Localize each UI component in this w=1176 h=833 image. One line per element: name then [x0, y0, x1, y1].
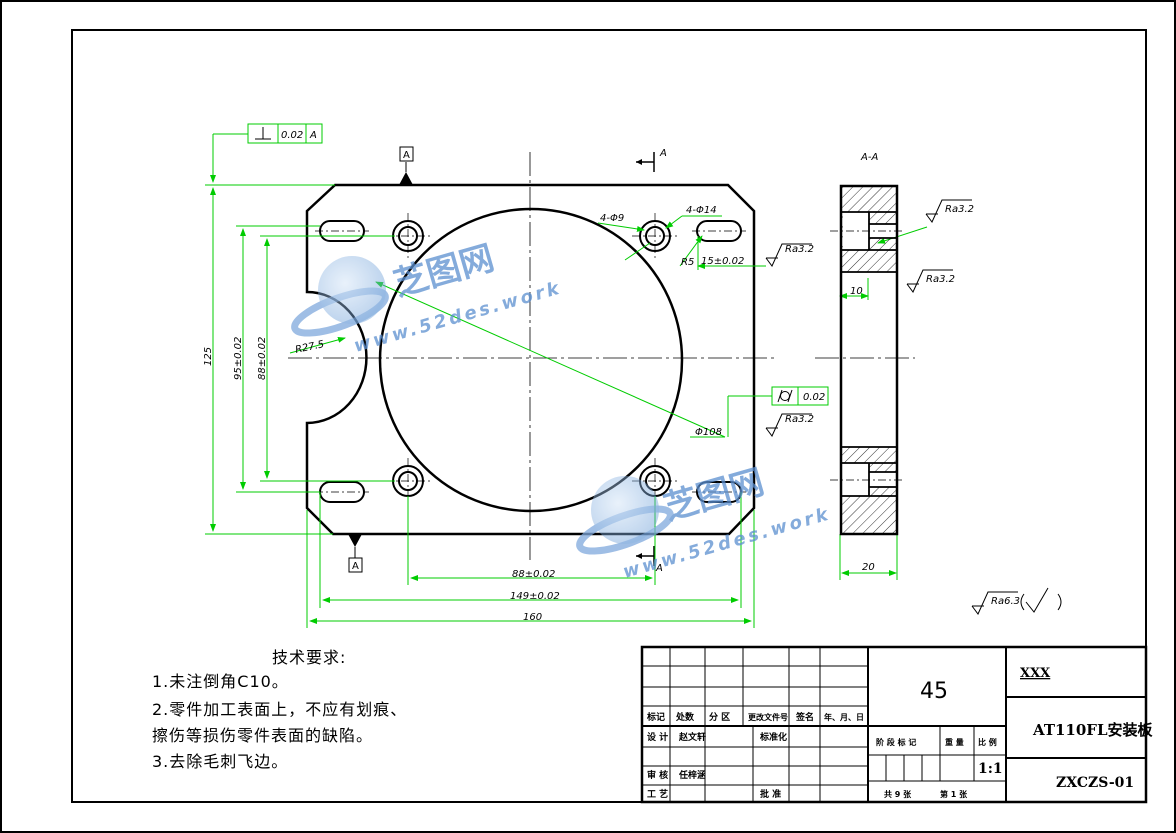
part-name: AT110FL安装板 — [1032, 721, 1153, 739]
svg-text:R5: R5 — [681, 257, 694, 268]
cylindricity-frame: 0.02 — [771, 386, 829, 406]
bore-circle — [378, 207, 684, 513]
svg-text:95±0.02: 95±0.02 — [233, 337, 244, 380]
svg-text:15±0.02: 15±0.02 — [701, 256, 744, 267]
roughness-texts: Ra3.2 Ra3.2 Ra3.2 Ra3.2 Ra6.3 — [785, 204, 1020, 607]
svg-text:Ra3.2: Ra3.2 — [945, 204, 974, 215]
svg-text:共 9 张: 共 9 张 — [884, 789, 912, 799]
svg-text:88±0.02: 88±0.02 — [257, 337, 268, 380]
watermark-2: 芝图网 www.52des.work — [576, 462, 833, 583]
watermark-globe-icon — [591, 476, 659, 544]
drawing-number: ZXCZS-01 — [1056, 775, 1134, 791]
perpendicularity-frame: 0.02 A — [247, 123, 323, 144]
svg-text:4-Φ14: 4-Φ14 — [686, 205, 717, 216]
requirement-item: 2.零件加工表面上，不应有划痕、 — [152, 700, 408, 719]
svg-text:Ra6.3: Ra6.3 — [991, 596, 1020, 607]
roughness-symbols — [765, 199, 1062, 615]
svg-text:设 计: 设 计 — [647, 731, 668, 743]
svg-text:Ra3.2: Ra3.2 — [926, 274, 955, 285]
requirement-item: 1.未注倒角C10。 — [152, 672, 289, 691]
svg-text:A: A — [309, 130, 317, 141]
svg-text:批 准: 批 准 — [760, 788, 781, 800]
svg-text:芝图网: 芝图网 — [389, 238, 498, 305]
dimensions — [205, 133, 928, 628]
svg-text:比 例: 比 例 — [978, 737, 997, 747]
svg-text:标记: 标记 — [646, 711, 665, 723]
svg-text:0.02: 0.02 — [803, 392, 825, 403]
datum-label-top: A — [403, 150, 410, 161]
section-mark-bottom: A — [655, 563, 663, 574]
svg-text:20: 20 — [862, 562, 875, 573]
svg-text:年、月、日: 年、月、日 — [824, 712, 864, 722]
svg-text:第 1 张: 第 1 张 — [940, 789, 968, 799]
datum-label-bottom: A — [352, 561, 359, 572]
requirement-item: 擦伤等损伤零件表面的缺陷。 — [152, 726, 374, 745]
svg-text:重 量: 重 量 — [945, 737, 964, 747]
material: 45 — [920, 679, 948, 704]
requirements-title: 技术要求: — [272, 648, 347, 667]
svg-text:芝图网: 芝图网 — [659, 462, 768, 529]
svg-text:签名: 签名 — [795, 711, 814, 723]
title-block-texts: 标记 处数 分 区 更改文件号 签名 年、月、日 设 计 赵文轩 标准化 审 核… — [646, 711, 997, 800]
svg-text:88±0.02: 88±0.02 — [512, 569, 555, 580]
section-mark-top: A — [659, 148, 667, 159]
svg-text:赵文轩: 赵文轩 — [678, 731, 706, 743]
inner-frame — [71, 29, 1147, 803]
svg-text:任梓涵: 任梓涵 — [678, 769, 706, 781]
svg-text:R27.5: R27.5 — [294, 339, 325, 356]
svg-text:Φ108: Φ108 — [695, 427, 722, 438]
company-name: XXX — [1020, 666, 1051, 681]
slots — [319, 220, 742, 503]
svg-text:A-A: A-A — [860, 152, 878, 163]
title-block — [640, 645, 1148, 804]
svg-text:分 区: 分 区 — [709, 711, 730, 723]
svg-text:Ra3.2: Ra3.2 — [785, 244, 814, 255]
svg-text:4-Φ9: 4-Φ9 — [600, 213, 624, 224]
svg-text:审 核: 审 核 — [647, 769, 668, 781]
svg-text:工 艺: 工 艺 — [647, 788, 668, 800]
svg-text:160: 160 — [523, 612, 542, 623]
svg-text:125: 125 — [203, 347, 214, 366]
dimension-texts: 125 95±0.02 88±0.02 88±0.02 149±0.02 160… — [203, 205, 875, 623]
svg-text:处数: 处数 — [675, 711, 695, 723]
svg-text:149±0.02: 149±0.02 — [510, 591, 560, 602]
watermark-globe-icon — [318, 256, 386, 324]
scale-value: 1:1 — [978, 761, 1003, 777]
svg-text:10: 10 — [850, 286, 863, 297]
section-view: A-A — [815, 152, 915, 536]
svg-text:阶 段 标 记: 阶 段 标 记 — [876, 737, 916, 747]
watermark-1: 芝图网 www.52des.work — [291, 238, 564, 357]
svg-text:更改文件号: 更改文件号 — [748, 712, 788, 722]
svg-text:标准化: 标准化 — [759, 731, 787, 743]
requirement-item: 3.去除毛刺飞边。 — [152, 752, 289, 771]
svg-text:Ra3.2: Ra3.2 — [785, 414, 814, 425]
svg-text:0.02: 0.02 — [281, 130, 303, 141]
